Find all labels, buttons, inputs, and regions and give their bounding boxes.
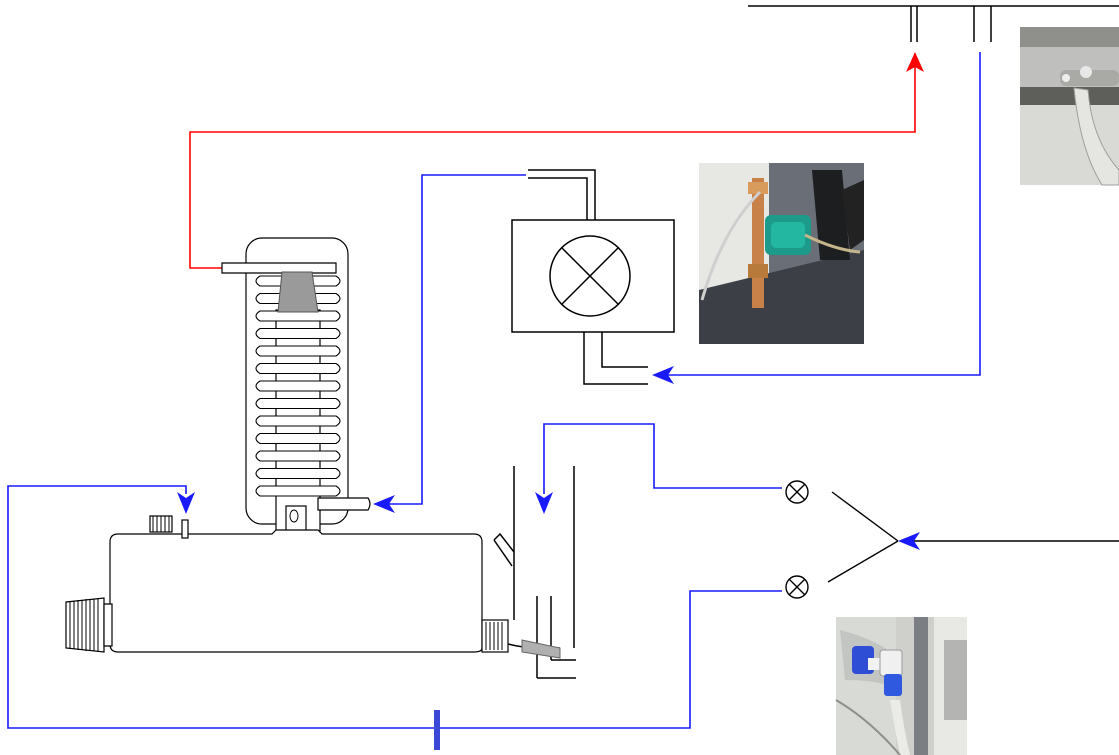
pump-to-tank-line xyxy=(384,175,526,504)
coil-loop xyxy=(256,364,340,374)
valve-lower xyxy=(786,576,808,598)
coil-loop xyxy=(256,434,340,444)
tank-plug xyxy=(278,272,318,312)
drain-feed-line xyxy=(544,424,782,494)
coil-loop xyxy=(256,381,340,391)
photo-fitting-top-right xyxy=(1020,27,1119,185)
valve-splitter xyxy=(828,492,1119,582)
coil-loop xyxy=(256,399,340,409)
coil-loop xyxy=(256,486,340,496)
circulation-pump xyxy=(512,170,674,384)
coil-loop xyxy=(256,416,340,426)
valve-upper xyxy=(786,481,808,503)
drain-feed-arrow-icon xyxy=(535,492,553,514)
boiler-body xyxy=(66,516,508,652)
coil-loop xyxy=(256,329,340,339)
coil-loop xyxy=(256,469,340,479)
loop-marker xyxy=(434,710,440,750)
coil-loop xyxy=(256,346,340,356)
photo-pump xyxy=(699,163,864,344)
cold-loop-arrow-icon xyxy=(177,492,195,514)
storage-tank xyxy=(222,238,370,534)
photo-valves-bottom xyxy=(836,617,967,755)
coil-loop xyxy=(256,451,340,461)
